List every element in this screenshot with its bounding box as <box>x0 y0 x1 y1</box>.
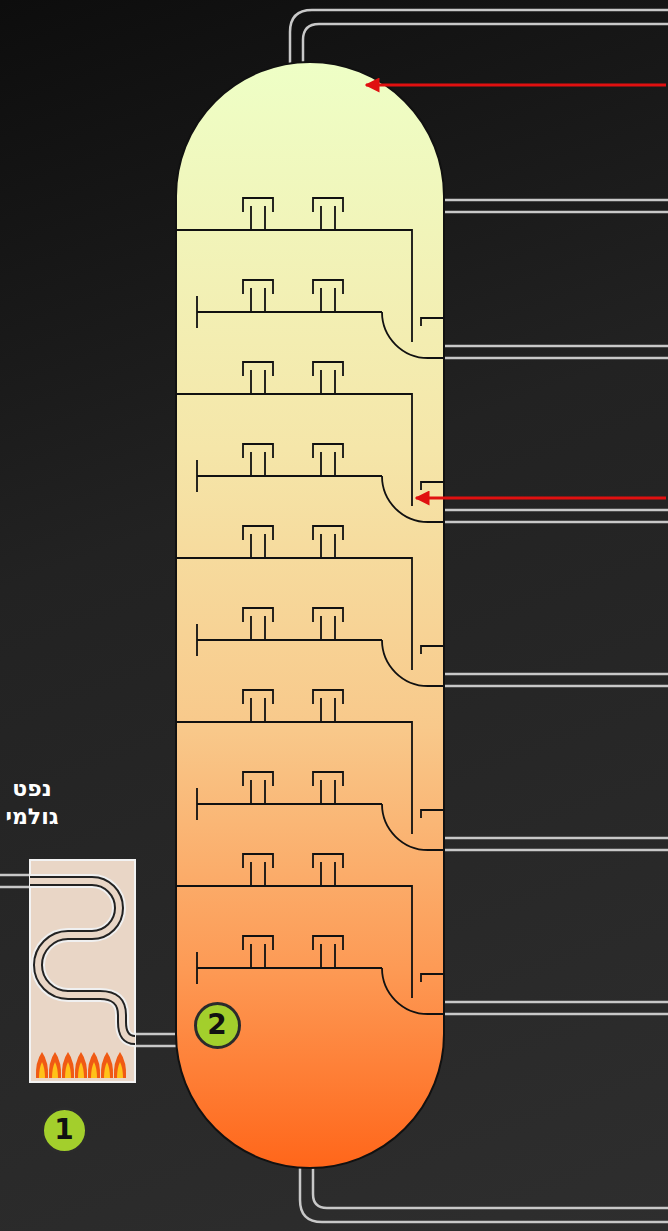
tray-plate <box>177 886 412 998</box>
bubble-cap <box>243 608 273 622</box>
flame <box>104 1062 110 1078</box>
cap-riser <box>321 780 335 804</box>
distillation-column <box>176 62 444 1168</box>
pipe <box>443 509 668 512</box>
callout-number: 1 <box>54 1116 73 1144</box>
cap-riser <box>321 534 335 558</box>
pipe <box>443 1013 668 1016</box>
cap-riser <box>321 452 335 476</box>
bubble-cap <box>243 362 273 376</box>
bubble-cap <box>313 608 343 622</box>
cap-riser <box>321 370 335 394</box>
flame <box>75 1052 87 1078</box>
pipe <box>443 357 668 360</box>
tray-plate <box>197 624 382 656</box>
bubble-cap <box>243 772 273 786</box>
flame <box>117 1062 123 1078</box>
callout-number: 1 <box>41 1107 88 1154</box>
cap-riser <box>321 862 335 886</box>
pipe <box>443 521 668 524</box>
callout-number: 2 <box>207 1011 226 1039</box>
cap-riser <box>251 370 265 394</box>
downcomer-cup <box>421 810 443 818</box>
flame <box>114 1052 126 1078</box>
bubble-cap <box>243 444 273 458</box>
downcomer-cup <box>382 312 443 358</box>
bubble-cap <box>243 690 273 704</box>
cap-riser <box>321 698 335 722</box>
bubble-cap <box>313 526 343 540</box>
cap-riser <box>251 944 265 968</box>
furnace-label: נפט גולמי <box>5 775 58 832</box>
bubble-cap <box>313 772 343 786</box>
tray-plate <box>177 722 412 834</box>
pipe <box>443 673 668 676</box>
downcomer-cup <box>421 482 443 490</box>
tray-plate <box>177 394 412 506</box>
downcomer-cup <box>382 804 443 850</box>
cap-riser <box>251 288 265 312</box>
cap-riser <box>321 288 335 312</box>
tray-plate <box>177 558 412 670</box>
flame <box>36 1052 48 1078</box>
tray-plate <box>197 952 382 984</box>
bubble-cap <box>243 936 273 950</box>
bubble-cap <box>243 280 273 294</box>
bubble-cap <box>313 198 343 212</box>
furnace-box: נפט גולמי <box>30 860 135 1082</box>
cap-riser <box>251 616 265 640</box>
flame <box>91 1062 97 1078</box>
callout-number: 2 <box>194 1002 241 1049</box>
cap-riser <box>251 780 265 804</box>
pipe <box>0 10 668 1222</box>
cap-riser <box>251 452 265 476</box>
pipe <box>443 345 668 348</box>
bubble-cap <box>313 854 343 868</box>
bubble-cap <box>313 444 343 458</box>
cap-riser <box>251 534 265 558</box>
bubble-cap <box>313 936 343 950</box>
furnace <box>30 860 135 1082</box>
flame <box>49 1052 61 1078</box>
flame <box>62 1052 74 1078</box>
downcomer-cup <box>382 640 443 686</box>
pointer-arrow <box>366 84 666 87</box>
flame <box>78 1062 84 1078</box>
flame <box>52 1062 58 1078</box>
cap-riser <box>251 206 265 230</box>
pointer-arrow <box>416 497 666 500</box>
downcomer-cup <box>421 646 443 654</box>
bubble-cap <box>313 690 343 704</box>
cap-riser <box>321 206 335 230</box>
flame <box>88 1052 100 1078</box>
tray-plate <box>197 296 382 328</box>
flame <box>65 1062 71 1078</box>
column-trays <box>177 198 443 1014</box>
bubble-cap <box>313 362 343 376</box>
downcomer-cup <box>421 318 443 326</box>
pipe <box>443 837 668 840</box>
cap-riser <box>251 862 265 886</box>
bubble-cap <box>243 198 273 212</box>
downcomer-cup <box>421 974 443 982</box>
bubble-cap <box>313 280 343 294</box>
flame <box>39 1062 45 1078</box>
downcomer-cup <box>382 968 443 1014</box>
tray-plate <box>177 230 412 342</box>
cap-riser <box>321 616 335 640</box>
tray-plate <box>197 788 382 820</box>
bubble-cap <box>243 854 273 868</box>
pipe <box>443 849 668 852</box>
pipe <box>443 685 668 688</box>
flame <box>101 1052 113 1078</box>
cap-riser <box>321 944 335 968</box>
tray-plate <box>197 460 382 492</box>
bubble-cap <box>243 526 273 540</box>
pipe <box>443 1001 668 1004</box>
cap-riser <box>251 698 265 722</box>
